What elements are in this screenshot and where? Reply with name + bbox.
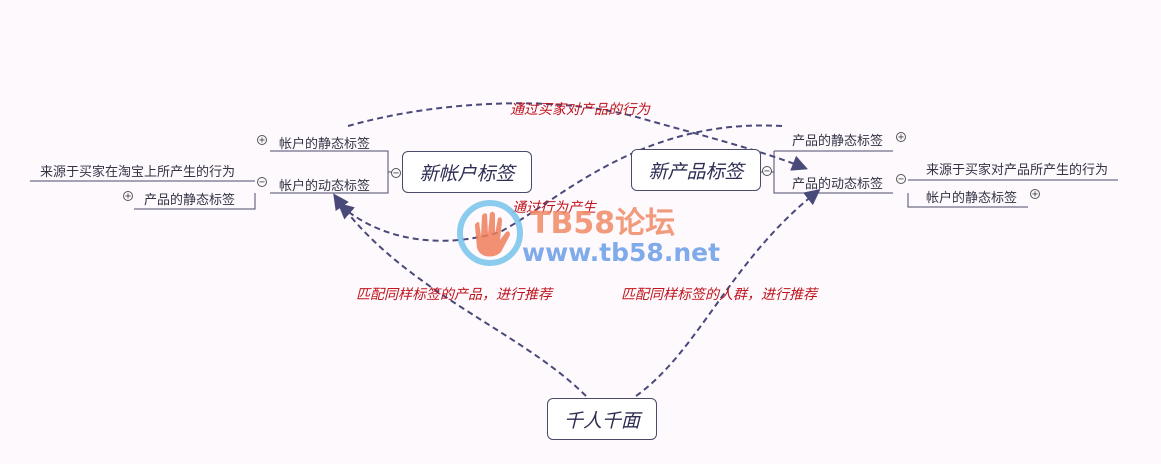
product-tags-label: 新产品标签 bbox=[648, 160, 744, 183]
relation-right-label: 匹配同样标签的人群，进行推荐 bbox=[621, 287, 817, 303]
account-tags-node[interactable]: 新帐户标签 bbox=[402, 151, 532, 193]
product-dynamic-tag[interactable]: 产品的动态标签 bbox=[792, 177, 884, 192]
account-static-expand-icon[interactable]: + bbox=[257, 135, 267, 146]
product-static-expand-icon[interactable]: + bbox=[896, 132, 906, 143]
account-dynamic-source[interactable]: 来源于买家在淘宝上所产生的行为 bbox=[40, 165, 236, 180]
relation-middle-curve bbox=[337, 124, 783, 242]
account-dynamic-collapse-icon[interactable]: − bbox=[257, 177, 267, 188]
product-child-line bbox=[907, 193, 1028, 208]
account-static-tag[interactable]: 帐户的静态标签 bbox=[279, 137, 371, 152]
watermark-url: www.tb58.net bbox=[522, 238, 721, 267]
account-dynamic-branch-line bbox=[270, 172, 389, 194]
account-tags-collapse-icon[interactable]: − bbox=[391, 168, 401, 179]
account-child-line bbox=[134, 193, 256, 210]
hand-logo-icon bbox=[457, 200, 523, 266]
product-static-tag[interactable]: 产品的静态标签 bbox=[792, 134, 884, 149]
account-static-branch-line bbox=[270, 150, 400, 173]
product-tags-node[interactable]: 新产品标签 bbox=[631, 149, 761, 191]
central-node[interactable]: 千人千面 bbox=[547, 398, 657, 440]
account-child-expand-icon[interactable]: + bbox=[123, 191, 133, 202]
product-dynamic-source[interactable]: 来源于买家对产品所产生的行为 bbox=[926, 163, 1109, 178]
relation-top-label: 通过买家对产品的行为 bbox=[510, 102, 650, 118]
relation-middle-label: 通过行为产生 bbox=[512, 200, 596, 216]
relation-left-label: 匹配同样标签的产品，进行推荐 bbox=[356, 287, 552, 303]
watermark-title: TB58论坛 bbox=[530, 206, 676, 241]
account-tags-label: 新帐户标签 bbox=[419, 162, 515, 185]
product-dynamic-child[interactable]: 帐户的静态标签 bbox=[926, 191, 1018, 206]
relation-left-curve bbox=[333, 193, 587, 397]
product-dynamic-collapse-icon[interactable]: − bbox=[896, 174, 906, 185]
product-tags-collapse-icon[interactable]: − bbox=[762, 166, 772, 177]
relation-right-curve bbox=[635, 189, 821, 397]
account-dynamic-child[interactable]: 产品的静态标签 bbox=[144, 193, 236, 208]
account-dynamic-tag[interactable]: 帐户的动态标签 bbox=[279, 179, 371, 194]
central-node-label: 千人千面 bbox=[563, 409, 640, 432]
product-child-expand-icon[interactable]: + bbox=[1030, 189, 1040, 200]
